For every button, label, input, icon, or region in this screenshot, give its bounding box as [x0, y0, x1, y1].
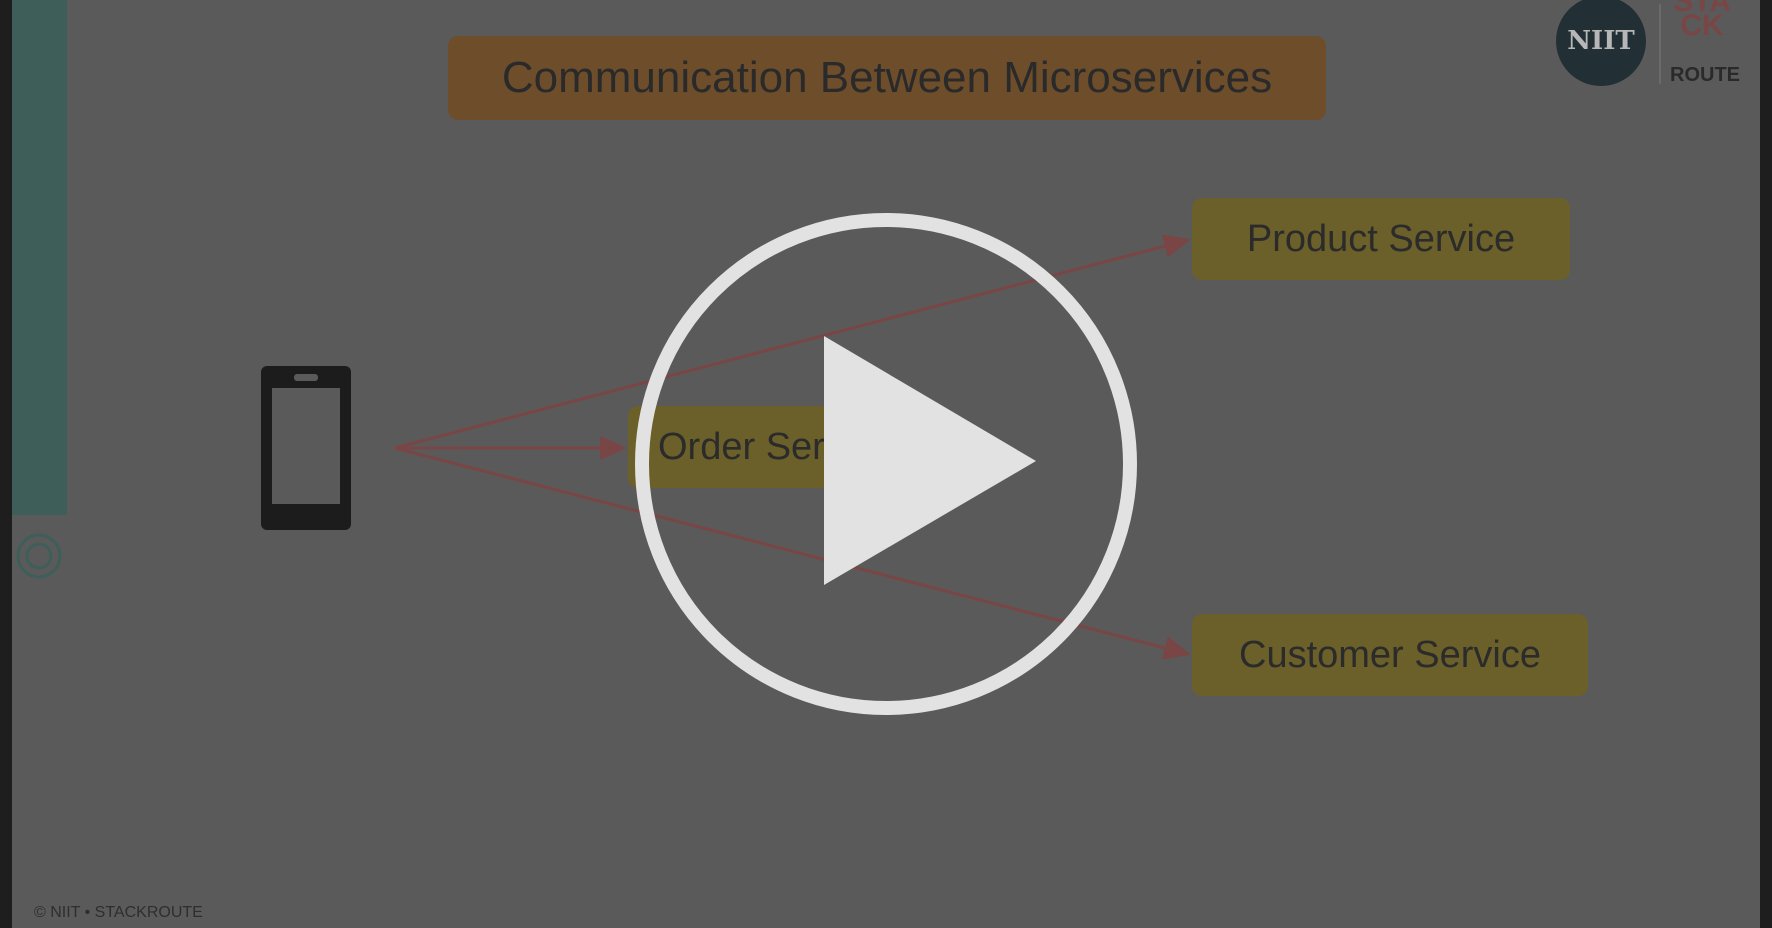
logo-divider — [1659, 4, 1661, 84]
request-arrows — [394, 234, 1191, 660]
play-icon — [824, 336, 1036, 585]
target-icon — [16, 533, 62, 579]
play-ring — [635, 213, 1137, 715]
arrow-to-product — [394, 234, 1191, 450]
slide-title: Communication Between Microservices — [448, 36, 1326, 120]
arrow-to-customer — [394, 446, 1191, 660]
stackroute-logo-route: ROUTE — [1670, 64, 1740, 86]
accent-bar — [12, 0, 67, 515]
customer-service-box: Customer Service — [1192, 614, 1588, 696]
footer-copyright: © NIIT • STACKROUTE — [34, 904, 203, 921]
mobile-phone-icon — [261, 366, 351, 530]
product-service-box: Product Service — [1192, 198, 1570, 280]
niit-logo: NIIT — [1556, 0, 1646, 86]
